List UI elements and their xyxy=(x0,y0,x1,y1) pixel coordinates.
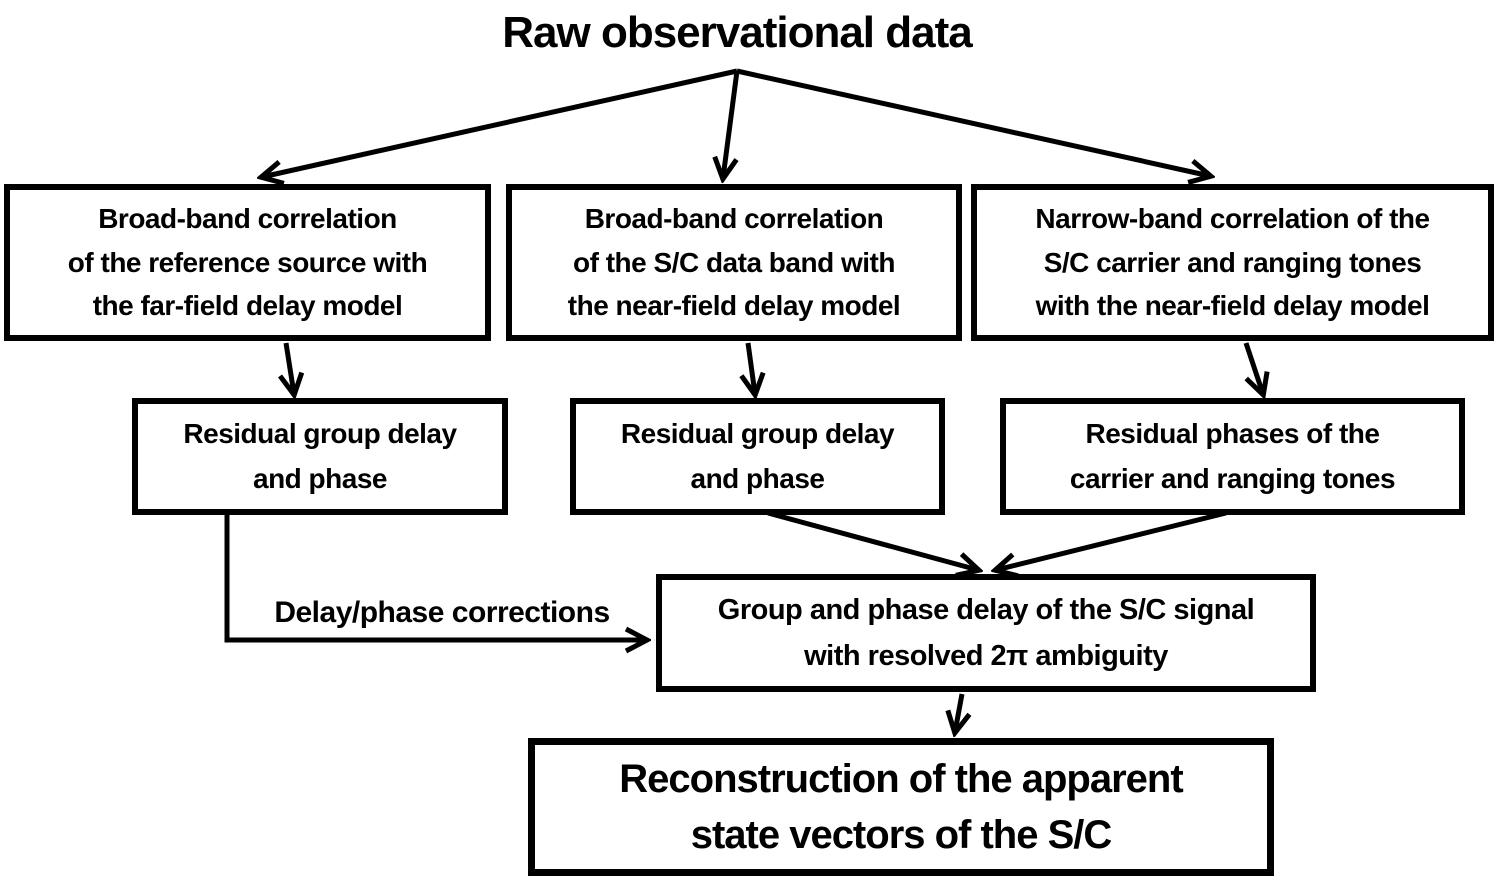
node-text-line: the near-field delay model xyxy=(567,290,901,322)
node-text-line: the far-field delay model xyxy=(92,290,403,322)
arrow-broadband-sc-to-residual2 xyxy=(748,342,755,394)
node-text-line: Narrow-band correlation of the xyxy=(1035,203,1430,235)
node-text-line: Residual group delay xyxy=(620,417,895,449)
node-narrowband-correlation: Narrow-band correlation of the S/C carri… xyxy=(971,184,1494,341)
node-residual-group-delay-2: Residual group delay and phase xyxy=(570,398,945,515)
edge-label-delay-phase-corrections: Delay/phase corrections xyxy=(274,596,610,629)
node-text-line: state vectors of the S/C xyxy=(690,813,1113,857)
node-text-line: with the near-field delay model xyxy=(1035,290,1430,322)
node-text-line: of the S/C data band with xyxy=(573,246,895,278)
node-broadband-correlation-sc: Broad-band correlation of the S/C data b… xyxy=(506,184,962,341)
node-text-line: Broad-band correlation xyxy=(584,203,884,235)
node-text-line: and phase xyxy=(253,462,387,494)
arrow-residual2-to-group-delay xyxy=(767,510,978,570)
node-text-line: S/C carrier and ranging tones xyxy=(1043,246,1422,278)
node-text-line: of the reference source with xyxy=(67,246,428,278)
node-text-line: Residual phases of the xyxy=(1085,417,1380,449)
node-text-line: Reconstruction of the apparent xyxy=(619,757,1183,801)
arrow-corrections-to-group-delay xyxy=(224,513,646,640)
arrow-broadband-reference-to-residual1 xyxy=(286,342,294,394)
node-text-line: Broad-band correlation xyxy=(98,203,397,235)
node-reconstruction-state-vectors: Reconstruction of the apparent state vec… xyxy=(528,738,1274,876)
node-text-line: carrier and ranging tones xyxy=(1069,462,1396,494)
node-text-line: Residual group delay xyxy=(183,417,457,449)
arrow-raw-to-broadband-sc xyxy=(723,70,740,178)
node-text-line: Group and phase delay of the S/C signal xyxy=(717,593,1255,626)
arrow-narrowband-to-residual3 xyxy=(1243,342,1263,394)
arrow-residual3-to-group-delay xyxy=(996,510,1227,570)
arrow-raw-to-broadband-reference xyxy=(262,68,738,177)
node-text-line: with resolved 2π ambiguity xyxy=(804,640,1168,672)
arrow-raw-to-narrowband xyxy=(736,68,1210,176)
node-residual-group-delay-1: Residual group delay and phase xyxy=(132,398,508,515)
node-text-line: and phase xyxy=(690,462,825,494)
node-group-phase-delay: Group and phase delay of the S/C signal … xyxy=(656,574,1316,692)
node-residual-phases: Residual phases of the carrier and rangi… xyxy=(1000,398,1465,515)
node-broadband-correlation-reference: Broad-band correlation of the reference … xyxy=(4,184,491,341)
arrow-group-delay-to-reconstruction xyxy=(955,693,962,732)
node-raw-observational-data: Raw observational data xyxy=(502,8,972,57)
